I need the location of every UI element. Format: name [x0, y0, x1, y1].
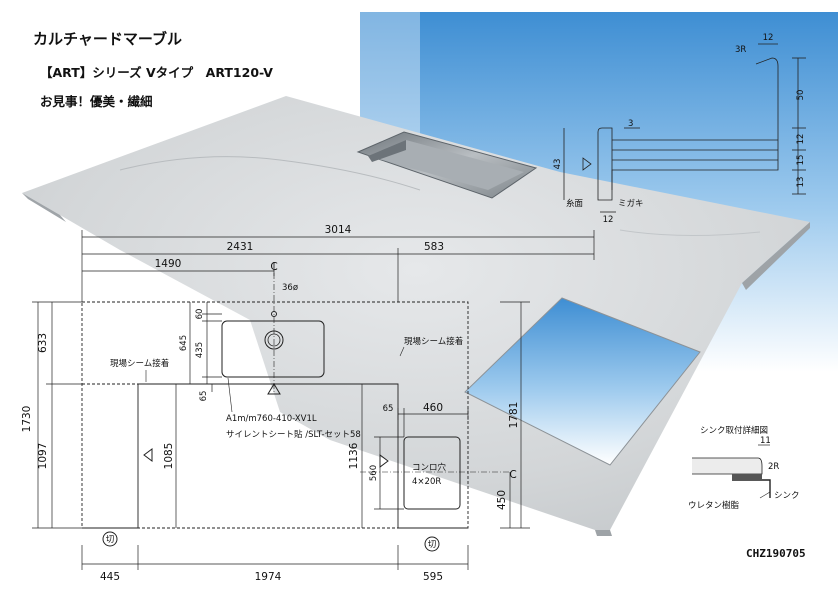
edge-profile-detail [563, 43, 806, 213]
sink-detail-label-urethane: ウレタン樹脂 [688, 500, 740, 511]
cut-mark-left-label: 切 [106, 535, 115, 545]
dim-bottom-right: 595 [423, 571, 443, 583]
edge-backsplash-height: 50 [796, 90, 806, 101]
sink-basin [356, 131, 538, 199]
note-sink-sheet: サイレントシート貼 /SLT-セット58 [226, 429, 361, 440]
edge-triangle-mark [582, 157, 592, 171]
edge-top-width: 12 [763, 33, 774, 43]
dim-left-lower: 1097 [37, 443, 49, 470]
dim-total-depth-left: 1730 [21, 406, 33, 433]
note-seam-right: 現場シーム接着 [404, 336, 463, 347]
dim-leg-inner-depth: 1085 [163, 443, 175, 470]
note-stove-hole-label: コンロ穴 [412, 462, 447, 473]
dim-left-upper: 633 [37, 333, 49, 353]
page-title: カルチャードマーブル [33, 30, 182, 48]
dim-sink-center: 1490 [155, 258, 182, 270]
dim-faucet-to-sink: 435 [195, 342, 205, 358]
dim-back-to-sink-front: 645 [179, 335, 189, 351]
dim-stove-offset: 65 [383, 404, 394, 414]
dim-total-depth-right: 1781 [508, 402, 520, 429]
cut-mark-right-label: 切 [428, 540, 437, 550]
dim-back-to-faucet: 60 [195, 309, 205, 320]
edge-bottom-width: 12 [603, 215, 614, 225]
edge-step-1: 12 [796, 134, 806, 145]
dim-overall-width: 3014 [325, 224, 352, 236]
center-mark-right: C [509, 469, 516, 481]
edge-step-3: 13 [796, 177, 806, 188]
triangle-mark-sink [267, 383, 281, 395]
stove-hole-plan [403, 436, 461, 510]
note-stove-hole-spec: 4×20R [412, 477, 441, 487]
sink-plan [221, 320, 325, 378]
triangle-mark-left [143, 448, 153, 462]
dim-bottom-left: 445 [100, 571, 120, 583]
edge-label-left: 糸面 [566, 198, 584, 209]
dim-stove-lower: 1136 [348, 442, 360, 469]
plan-outline [81, 301, 469, 529]
cut-mark-right: 切 [424, 536, 440, 552]
dim-stove-bottom: 450 [496, 490, 508, 510]
edge-step-2: 15 [796, 155, 806, 166]
center-mark-top: C [270, 261, 277, 273]
sink-detail-label-sink: シンク [774, 491, 800, 501]
sink-mount-detail: シンク取付詳細図 11 2R シンク ウレタン樹脂 [688, 425, 800, 511]
cut-mark-left: 切 [102, 531, 118, 547]
dim-right-section: 583 [424, 241, 444, 253]
dim-stove-depth: 560 [369, 465, 379, 481]
dim-return-offset: 65 [199, 391, 209, 402]
edge-front-height: 43 [553, 159, 563, 170]
dim-stove-width: 460 [423, 402, 443, 414]
drawing-code: CHZ190705 [746, 547, 806, 560]
edge-chamfer: 3 [628, 119, 633, 129]
dim-left-section: 2431 [227, 241, 254, 253]
stove-cutout [464, 297, 701, 466]
series-line: 【ART】シリーズ Vタイプ ART120-V [40, 65, 273, 80]
edge-radius: 3R [735, 45, 746, 55]
edge-label-right: ミガキ [618, 198, 644, 209]
note-sink-model: A1m/m760-410-XV1L [226, 414, 317, 424]
note-seam-left: 現場シーム接着 [110, 358, 169, 369]
dim-bottom-middle: 1974 [255, 571, 282, 583]
sink-detail-title: シンク取付詳細図 [700, 425, 768, 436]
dimension-lines [32, 230, 595, 570]
sink-detail-radius: 2R [768, 462, 779, 472]
slogan: お見事！優美・繊細 [40, 94, 153, 109]
dim-faucet-hole: 36ø [282, 283, 298, 293]
sink-detail-width: 11 [760, 436, 771, 446]
